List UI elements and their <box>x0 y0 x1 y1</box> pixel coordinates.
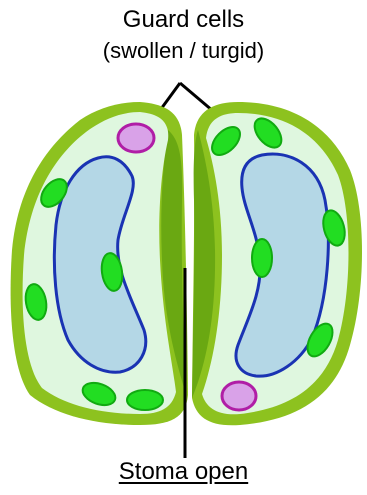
left-nucleus <box>118 124 154 152</box>
stoma-label: Stoma open <box>0 458 367 486</box>
right-nucleus <box>222 382 256 410</box>
pointer-line-right <box>180 83 213 111</box>
right-guard-cell <box>192 102 362 425</box>
chloroplast <box>252 239 272 277</box>
stoma-label-text: Stoma open <box>119 458 248 485</box>
chloroplast <box>127 390 163 410</box>
left-guard-cell <box>11 102 188 425</box>
